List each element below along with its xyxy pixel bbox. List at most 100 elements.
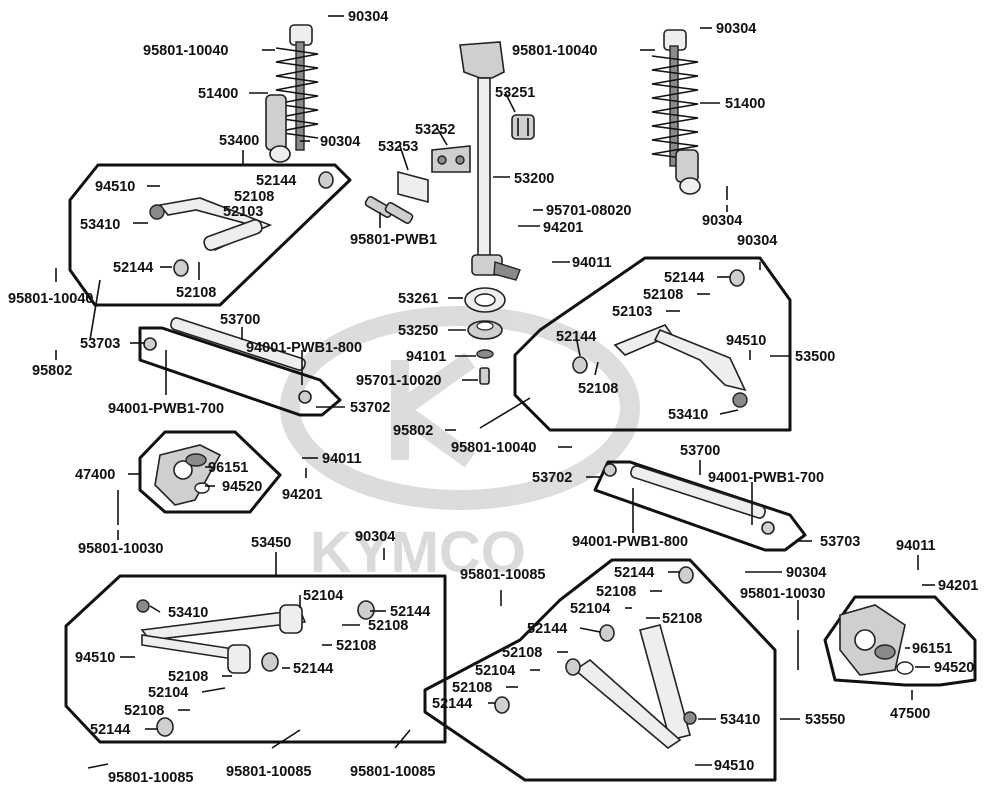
- label-52108-j: 52108: [662, 611, 702, 627]
- watermark-text: KYMCO: [310, 520, 526, 585]
- group-53400-outline: [68, 163, 352, 307]
- label-94510-c: 94510: [75, 650, 115, 666]
- label-52108-k: 52108: [502, 645, 542, 661]
- label-90304-c: 90304: [716, 21, 756, 37]
- label-52144-i: 52144: [527, 621, 567, 637]
- label-53410-c: 53410: [168, 605, 208, 621]
- bearing-housing-53261: [464, 287, 506, 313]
- label-52144-d: 52144: [556, 329, 596, 345]
- label-53500: 53500: [795, 349, 835, 365]
- label-90304-d: 90304: [702, 213, 742, 229]
- label-52108-h: 52108: [124, 703, 164, 719]
- label-47500: 47500: [890, 706, 930, 722]
- label-94520-b: 94520: [934, 660, 974, 676]
- plate-53253: [397, 170, 429, 204]
- label-53251: 53251: [495, 85, 535, 101]
- upper-a-arm-left-53400: [149, 171, 334, 277]
- label-47400: 47400: [75, 467, 115, 483]
- label-52103-a: 52103: [223, 204, 263, 220]
- label-94101: 94101: [406, 349, 446, 365]
- label-95801-10030-b: 95801-10030: [740, 586, 825, 602]
- label-94001-pwb1-800-b: 94001-PWB1-800: [572, 534, 688, 550]
- label-51400-b: 51400: [725, 96, 765, 112]
- label-94201-c: 94201: [938, 578, 978, 594]
- label-52104-d: 52104: [475, 663, 515, 679]
- label-52144-f: 52144: [293, 661, 333, 677]
- lower-a-arm-left-53450: [136, 599, 375, 737]
- label-95801-10040-b: 95801-10040: [8, 291, 93, 307]
- label-53703-a: 53703: [80, 336, 120, 352]
- label-52144-e: 52144: [390, 604, 430, 620]
- label-52144-a: 52144: [256, 173, 296, 189]
- label-94201-b: 94201: [282, 487, 322, 503]
- label-52108-l: 52108: [452, 680, 492, 696]
- washer-94101: [476, 349, 494, 359]
- bolt-95701-10020: [479, 367, 490, 385]
- label-94510-d: 94510: [714, 758, 754, 774]
- label-53250: 53250: [398, 323, 438, 339]
- label-52108-g: 52108: [168, 669, 208, 685]
- knuckle-left-47400: [154, 444, 222, 506]
- label-52108-f: 52108: [336, 638, 376, 654]
- label-52144-g: 52144: [90, 722, 130, 738]
- label-95701-10020: 95701-10020: [356, 373, 441, 389]
- label-94001-pwb1-700-a: 94001-PWB1-700: [108, 401, 224, 417]
- label-52144-c: 52144: [664, 270, 704, 286]
- label-53400: 53400: [219, 133, 259, 149]
- label-52144-h: 52144: [614, 565, 654, 581]
- label-52104-a: 52104: [303, 588, 343, 604]
- label-95801-10085-d: 95801-10085: [350, 764, 435, 780]
- label-94011-a: 94011: [572, 255, 612, 271]
- label-53702-b: 53702: [532, 470, 572, 486]
- fasteners: [55, 186, 799, 769]
- label-95801-10030-a: 95801-10030: [78, 541, 163, 557]
- label-52108-b: 52108: [176, 285, 216, 301]
- label-96151-b: 96151: [912, 641, 952, 657]
- bearing-53250: [467, 320, 503, 340]
- label-53410-b: 53410: [668, 407, 708, 423]
- group-53700-b-outline: [593, 460, 807, 552]
- label-94201-a: 94201: [543, 220, 583, 236]
- label-53261: 53261: [398, 291, 438, 307]
- group-53500-outline: [513, 256, 792, 432]
- label-90304-a: 90304: [348, 9, 388, 25]
- label-94520-a: 94520: [222, 479, 262, 495]
- part-labels: 90304 95801-10040 51400 90304 53400 9451…: [8, 9, 978, 786]
- group-53450-outline: [64, 574, 447, 744]
- label-95802-a: 95802: [32, 363, 72, 379]
- label-95801-10040-d: 95801-10040: [512, 43, 597, 59]
- label-95701-08020: 95701-08020: [546, 203, 631, 219]
- label-90304-f: 90304: [355, 529, 395, 545]
- label-52104-c: 52104: [570, 601, 610, 617]
- group-47400-outline: [138, 430, 282, 514]
- steering-column-53200: [459, 41, 521, 281]
- label-94001-pwb1-800-a: 94001-PWB1-800: [246, 340, 362, 356]
- label-52103-b: 52103: [612, 304, 652, 320]
- label-52108-e: 52108: [368, 618, 408, 634]
- label-52108-a: 52108: [234, 189, 274, 205]
- label-96151-a: 96151: [208, 460, 248, 476]
- label-52108-i: 52108: [596, 584, 636, 600]
- label-95801-10040-a: 95801-10040: [143, 43, 228, 59]
- label-52108-c: 52108: [643, 287, 683, 303]
- label-52108-d: 52108: [578, 381, 618, 397]
- label-94011-c: 94011: [896, 538, 936, 554]
- bushing-53251: [511, 114, 535, 140]
- tie-rod-a-53700: [143, 317, 312, 404]
- label-53410-d: 53410: [720, 712, 760, 728]
- rear-shock-right-51400: [651, 29, 701, 195]
- label-52144-j: 52144: [432, 696, 472, 712]
- label-53550: 53550: [805, 712, 845, 728]
- kymco-watermark: KYMCO: [280, 306, 640, 585]
- upper-a-arm-right-53500: [572, 269, 748, 408]
- label-94510-a: 94510: [95, 179, 135, 195]
- group-53550-outline: [423, 558, 777, 782]
- label-53702-a: 53702: [350, 400, 390, 416]
- rear-shock-left-51400: [265, 24, 319, 163]
- label-53252: 53252: [415, 122, 455, 138]
- label-95801-10085-a: 95801-10085: [460, 567, 545, 583]
- label-53410-a: 53410: [80, 217, 120, 233]
- group-47500-outline: [823, 595, 977, 687]
- clamp-53252: [431, 145, 471, 173]
